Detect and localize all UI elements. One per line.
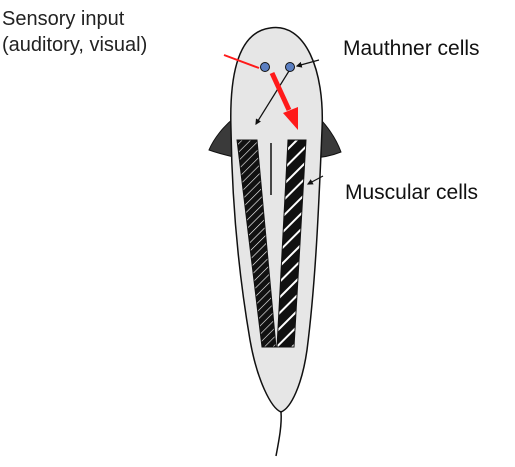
sensory-input-line2: (auditory, visual): [2, 32, 147, 58]
sensory-input-label: Sensory input (auditory, visual): [2, 6, 147, 58]
tail-filament: [276, 412, 281, 456]
muscular-cells-label: Muscular cells: [345, 180, 478, 206]
left-mauthner-cell: [261, 63, 270, 72]
mauthner-cells-label: Mauthner cells: [343, 36, 480, 62]
sensory-input-line1: Sensory input: [2, 6, 147, 32]
right-mauthner-cell: [286, 63, 295, 72]
